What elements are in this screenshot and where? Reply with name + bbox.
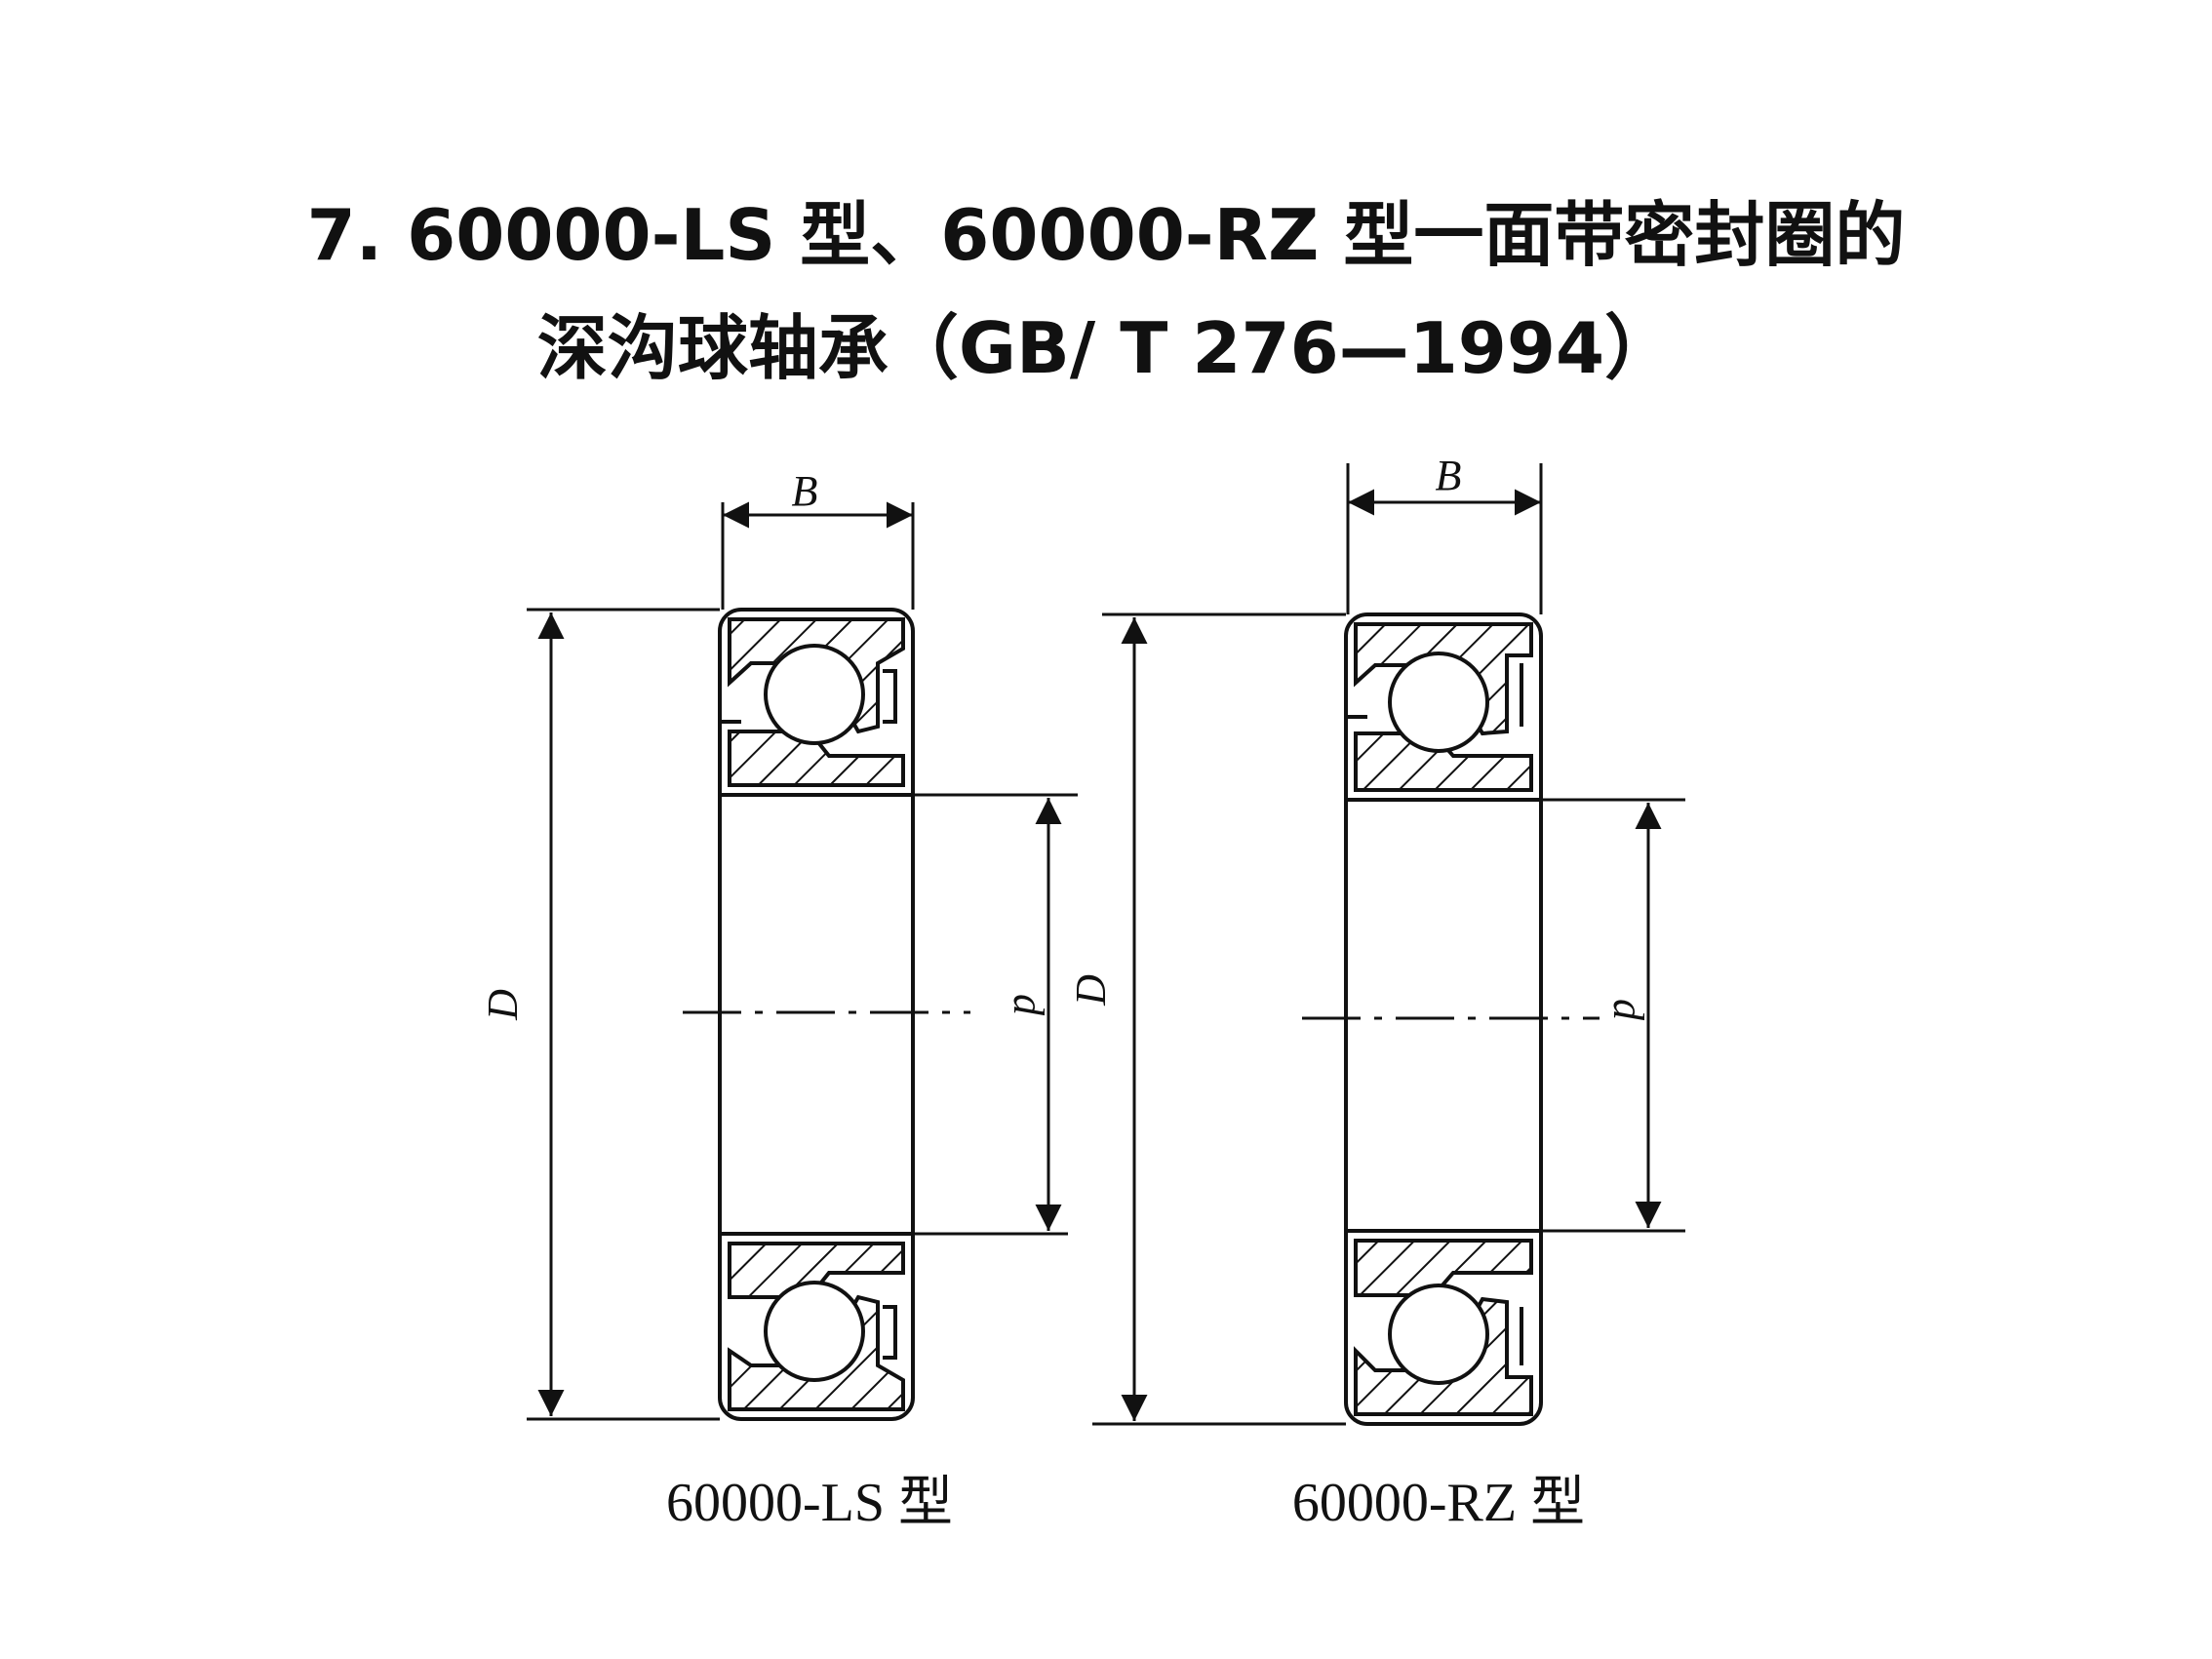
dim-label-b: B xyxy=(1436,452,1462,499)
ball xyxy=(764,644,865,745)
dim-label-b: B xyxy=(792,467,818,515)
ball xyxy=(1388,1284,1489,1385)
ball xyxy=(1388,652,1489,753)
title-line-2: 深沟球轴承（GB/ T 276—1994） xyxy=(536,307,1676,389)
title-line-1: 7. 60000-LS 型、60000-RZ 型一面带密封圈的 xyxy=(306,194,1906,276)
top-section xyxy=(1348,622,1533,792)
bottom-section xyxy=(1354,1239,1533,1416)
ball xyxy=(764,1281,865,1382)
dim-label-D: D xyxy=(1067,974,1115,1007)
dim-label-d: d xyxy=(1604,999,1652,1021)
top-section xyxy=(722,617,905,787)
caption-rz: 60000-RZ 型 xyxy=(1291,1473,1586,1533)
dim-label-D: D xyxy=(479,989,527,1021)
caption-ls: 60000-LS 型 xyxy=(666,1473,953,1533)
dim-label-d: d xyxy=(1005,994,1052,1016)
bearing-outline xyxy=(718,608,915,1421)
figure-rz xyxy=(1092,463,1685,1426)
bottom-section xyxy=(728,1242,905,1411)
figure-ls xyxy=(527,501,1078,1421)
